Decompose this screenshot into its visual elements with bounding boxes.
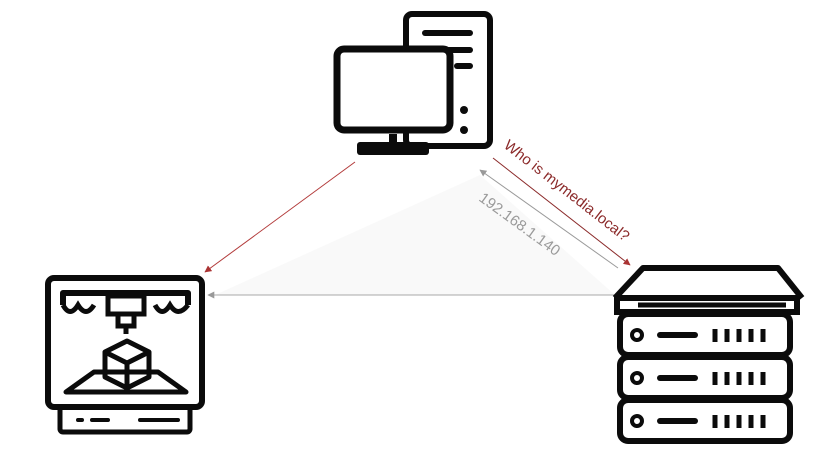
faint-triangle (215, 175, 615, 295)
3d-printer-icon (45, 275, 205, 435)
edge-computer-to-printer (204, 161, 356, 273)
desktop-computer-icon (333, 11, 493, 155)
edge-reply (479, 169, 619, 269)
server-rack-icon (612, 265, 805, 444)
edge-query (492, 157, 631, 266)
